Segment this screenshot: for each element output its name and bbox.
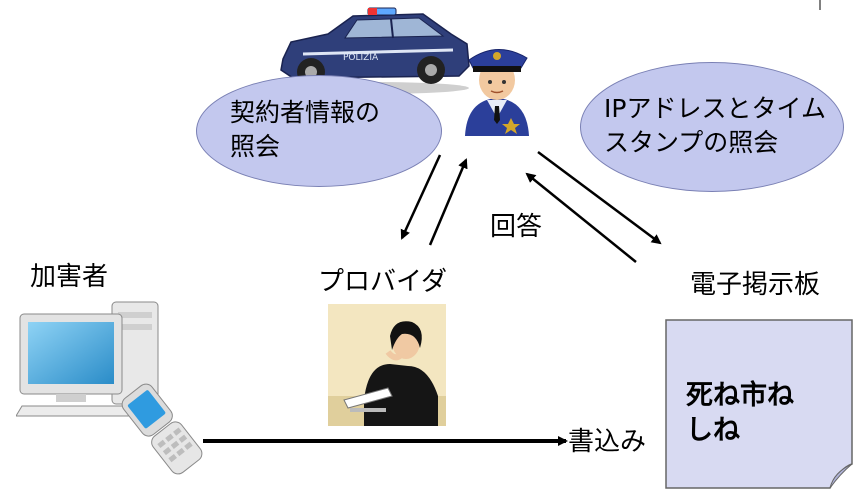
desktop-computer-icon <box>16 301 159 417</box>
label-ip-timestamp-query: IPアドレスとタイム スタンプの照会 <box>604 94 826 157</box>
svg-text:POLIZIA: POLIZIA <box>343 53 379 63</box>
label-provider: プロバイダ <box>318 267 447 297</box>
label-write: 書込み <box>568 427 647 457</box>
bubble-contract-query <box>196 75 442 187</box>
bubble-ip-timestamp-query <box>580 62 844 192</box>
arrow-police-to-bbs <box>537 150 662 245</box>
label-attacker: 加害者 <box>30 262 109 292</box>
bulletin-board-document <box>665 319 853 489</box>
label-contract-query: 契約者情報の 照会 <box>230 98 381 161</box>
label-answer: 回答 <box>490 212 543 242</box>
flip-phone-icon <box>121 383 203 475</box>
arrow-provider-to-police <box>428 158 468 246</box>
board-message: 死ね市ね しね <box>686 380 794 447</box>
police-officer-icon <box>465 49 529 136</box>
arrow-bbs-to-police <box>525 172 637 263</box>
office-worker-icon <box>328 304 446 426</box>
label-bbs: 電子掲示板 <box>690 270 821 300</box>
arrow-police-to-provider <box>400 154 442 240</box>
